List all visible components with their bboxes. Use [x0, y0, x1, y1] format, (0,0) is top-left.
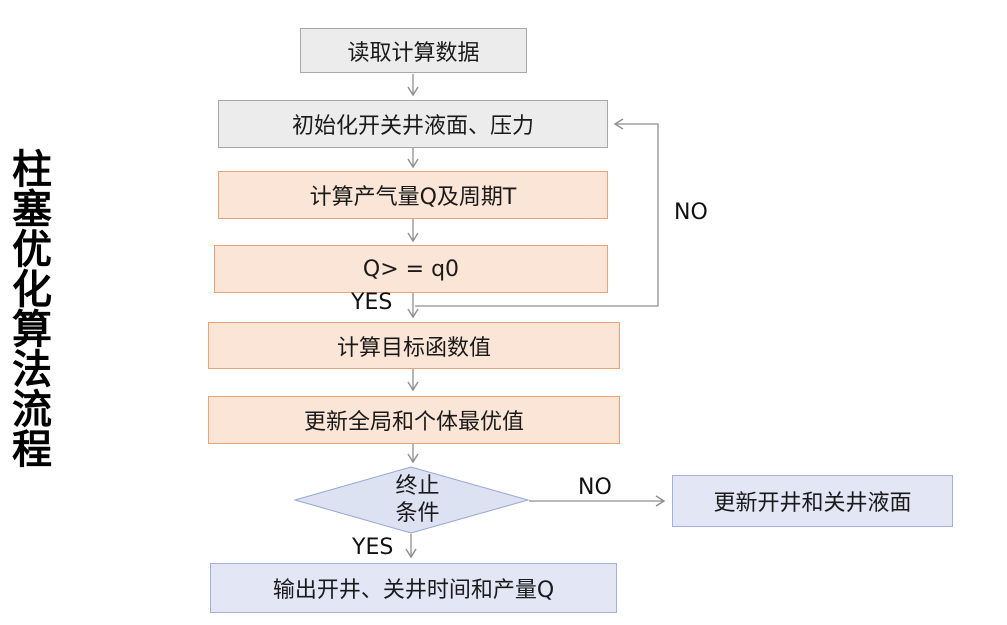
- terminate-label-line2: 条件: [395, 501, 440, 526]
- node-output: 输出开井、关井时间和产量Q: [210, 563, 617, 613]
- diagram-title: 柱塞优化算法流程: [5, 148, 51, 468]
- edge-label-terminate-yes: YES: [352, 535, 394, 560]
- node-update-best: 更新全局和个体最优值: [208, 396, 620, 444]
- node-init-wells: 初始化开关井液面、压力: [218, 100, 608, 148]
- node-update-liquid: 更新开井和关井液面: [672, 475, 953, 527]
- edge-label-terminate-no: NO: [578, 475, 612, 500]
- node-terminate-label: 终止 条件: [335, 473, 500, 527]
- terminate-label-line1: 终止: [395, 474, 440, 499]
- node-calc-gas: 计算产气量Q及周期T: [218, 171, 608, 219]
- node-calc-objective: 计算目标函数值: [208, 322, 620, 369]
- edge-label-q-no: NO: [674, 200, 708, 225]
- edge-label-q-yes: YES: [351, 290, 393, 315]
- node-read-data: 读取计算数据: [300, 28, 527, 73]
- node-check-q: Q> = q0: [214, 245, 608, 293]
